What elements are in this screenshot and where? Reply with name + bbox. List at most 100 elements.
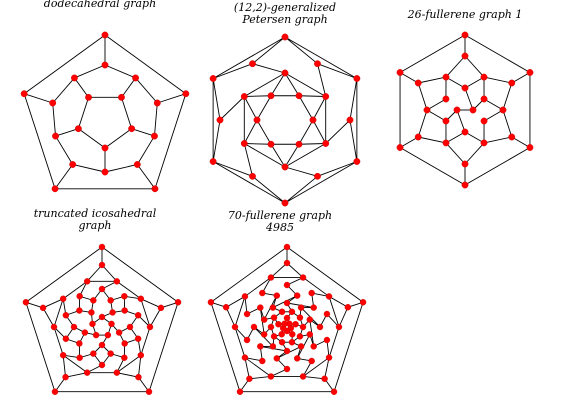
graph-edge [244, 277, 272, 297]
graph-edge [284, 36, 358, 79]
graph-vertex [278, 308, 286, 315]
graph-edge [252, 175, 286, 204]
graph-edge [23, 93, 56, 189]
graph-vertex [461, 52, 469, 60]
graph-edge [137, 355, 142, 378]
graph-edge [270, 262, 288, 278]
graph-edge [417, 109, 428, 138]
graph-vertex [134, 312, 142, 319]
graph-vertex [461, 31, 469, 39]
graph-edge [212, 161, 253, 177]
graph-edge [284, 36, 318, 65]
caption-line: 70-fullerene graph [227, 209, 333, 222]
graph-caption-petersen: (12,2)-generalized Petersen graph [205, 2, 365, 26]
graph-vertex [267, 92, 275, 100]
graph-vertex [98, 361, 106, 369]
graph-vertex [83, 369, 91, 376]
graph-edge [52, 77, 75, 104]
graph-edge [302, 277, 330, 297]
graph-edge [55, 135, 74, 165]
graph-vertex [308, 289, 315, 297]
graph-vertex [107, 350, 114, 357]
graph-vertex [273, 292, 281, 299]
graph-edge [284, 143, 326, 168]
graph-vertex [69, 161, 77, 168]
graph-vertex [269, 343, 277, 350]
graph-edge [121, 77, 136, 98]
graph-vertex [52, 132, 59, 140]
graph-vertex [209, 158, 217, 165]
graph-vertex [508, 133, 516, 141]
graph-edge [284, 161, 358, 204]
graph-edge [52, 102, 56, 137]
graph-vertex [322, 93, 330, 100]
graph-drawing-dodecahedral [20, 31, 190, 193]
graph-edge [243, 143, 253, 177]
graph-vertex [101, 31, 109, 39]
graph-vertex [246, 375, 253, 382]
graph-edge [212, 119, 221, 162]
graph-vertex [70, 323, 78, 331]
graph-vertex [353, 158, 361, 165]
graph-vertex [442, 117, 450, 125]
graph-vertex [283, 243, 291, 251]
graph-edge [302, 357, 330, 377]
graph-edge [154, 102, 158, 137]
graph-edge [325, 119, 351, 144]
graph-vertex [22, 299, 30, 306]
graph-edge [502, 109, 513, 138]
graph-edge [234, 296, 246, 328]
graph-vertex [309, 116, 317, 124]
graph-vertex [480, 139, 488, 147]
graph-edge [483, 76, 512, 84]
graph-vertex [292, 321, 299, 328]
graph-edge [149, 307, 162, 328]
graph-vertex [249, 60, 256, 68]
graph-edge [502, 82, 513, 111]
graph-vertex [59, 352, 67, 359]
graph-edge [25, 246, 103, 303]
graph-edge [42, 298, 64, 309]
graph-vertex [231, 323, 239, 331]
graph-edge [116, 280, 142, 300]
graph-edge [312, 119, 327, 144]
graph-vertex [499, 106, 507, 114]
graph-vertex [296, 333, 304, 340]
graph-vertex [113, 369, 121, 376]
graph-edge [426, 109, 447, 122]
graph-vertex [299, 274, 307, 281]
graph-edge [104, 34, 187, 95]
graph-edge [349, 119, 358, 162]
graph-vertex [278, 339, 286, 346]
graph-vertex [74, 125, 82, 133]
graph-vertex [396, 144, 404, 151]
graph-edge [445, 55, 466, 78]
graph-vertex [51, 185, 59, 193]
graph-vertex [508, 79, 516, 87]
graph-vertex [335, 323, 343, 331]
graph-edge [317, 63, 327, 97]
graph-vertex [157, 304, 165, 312]
graph-vertex [137, 352, 145, 359]
graph-vertex [293, 355, 301, 362]
graph-edge [131, 128, 155, 137]
graph-edge [324, 357, 330, 379]
graph-vertex [85, 93, 92, 101]
caption-line: 26-fullerene graph 1 [407, 8, 523, 21]
graph-vertex [281, 199, 289, 207]
graph-edge [244, 95, 272, 97]
graph-vertex [222, 304, 230, 311]
graph-edge [317, 63, 358, 79]
graph-vertex [257, 343, 264, 350]
graph-vertex [76, 293, 83, 300]
graph-vertex [49, 99, 57, 107]
graph-edge [284, 175, 318, 204]
graph-vertex [132, 74, 139, 82]
graph-edge [116, 354, 142, 374]
graph-vertex [253, 116, 261, 124]
graph-vertex [283, 314, 291, 322]
graph-vertex [273, 355, 281, 362]
graph-vertex [461, 160, 469, 168]
graph-edge [399, 147, 466, 186]
graph-vertex [323, 336, 331, 344]
